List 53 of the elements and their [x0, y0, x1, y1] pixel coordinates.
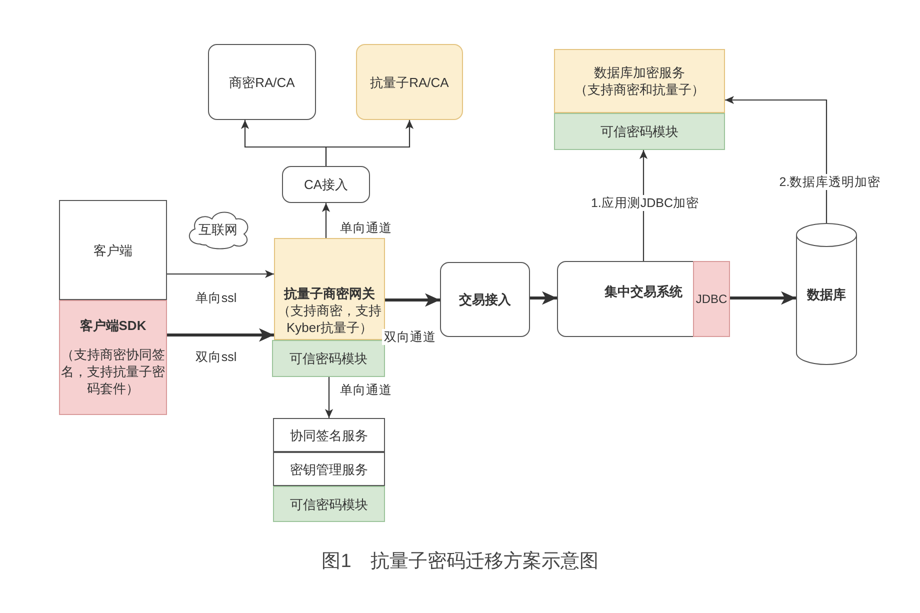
arrow [322, 203, 330, 238]
edge-label: 单向通道 [338, 220, 394, 236]
edge-label: 双向ssl [193, 349, 239, 365]
process-box [274, 238, 385, 340]
process-box [273, 452, 385, 486]
node-label: 互联网 [198, 220, 238, 238]
module-box [273, 486, 385, 522]
node-label: 交易接入 [459, 291, 511, 308]
arrow [385, 293, 440, 307]
database-cylinder [796, 223, 857, 365]
module-box [693, 261, 730, 337]
node-label: 可信密码模块 [290, 350, 368, 367]
edge-label: 2.数据库透明加密 [777, 174, 883, 190]
node-label: JDBC [696, 290, 728, 308]
arrow [167, 270, 274, 278]
process-box [356, 44, 463, 120]
node-body: （支持商密，支持Kyber抗量子） [276, 302, 382, 336]
node-label: 抗量子RA/CA [370, 74, 449, 90]
process-box [208, 44, 316, 120]
module-box [59, 300, 167, 415]
edge-label: 单向ssl [193, 290, 239, 306]
edge-label: 1.应用测JDBC加密 [588, 195, 702, 211]
node-heading: 抗量子商密网关 [284, 285, 375, 302]
node-label: 密钥管理服务 [290, 460, 368, 478]
edge-label: 单向通道 [338, 382, 394, 398]
node-label: 协同签名服务 [290, 426, 368, 444]
arrow [324, 377, 334, 418]
process-box [440, 262, 530, 337]
node-body: （支持商密协同签名，支持抗量子密码套件） [60, 346, 166, 397]
arrow [725, 96, 828, 223]
node-label: 客户端 [94, 242, 132, 258]
node-label: 可信密码模块 [600, 123, 678, 140]
node-heading: 客户端SDK [80, 317, 146, 334]
module-box [272, 340, 385, 377]
process-box [557, 261, 730, 337]
node-label: 可信密码模块 [290, 496, 368, 512]
arrow [167, 328, 274, 342]
edge-label: 双向通道 [382, 329, 438, 345]
node-body: （支持商密和抗量子） [574, 81, 704, 98]
module-box [554, 113, 725, 150]
node-label: CA接入 [304, 176, 348, 193]
node-label: 商密RA/CA [229, 74, 295, 90]
process-box [282, 166, 370, 203]
process-box [59, 200, 167, 300]
process-box [273, 418, 385, 452]
arrow [325, 120, 414, 166]
node-label: 数据库 [807, 286, 846, 302]
arrow [730, 291, 796, 305]
node-label: 集中交易系统 [604, 282, 682, 300]
figure-caption: 图1 抗量子密码迁移方案示意图 [322, 550, 598, 574]
arrow [530, 291, 557, 305]
process-box [554, 49, 725, 113]
node-heading: 数据库加密服务 [594, 64, 685, 81]
